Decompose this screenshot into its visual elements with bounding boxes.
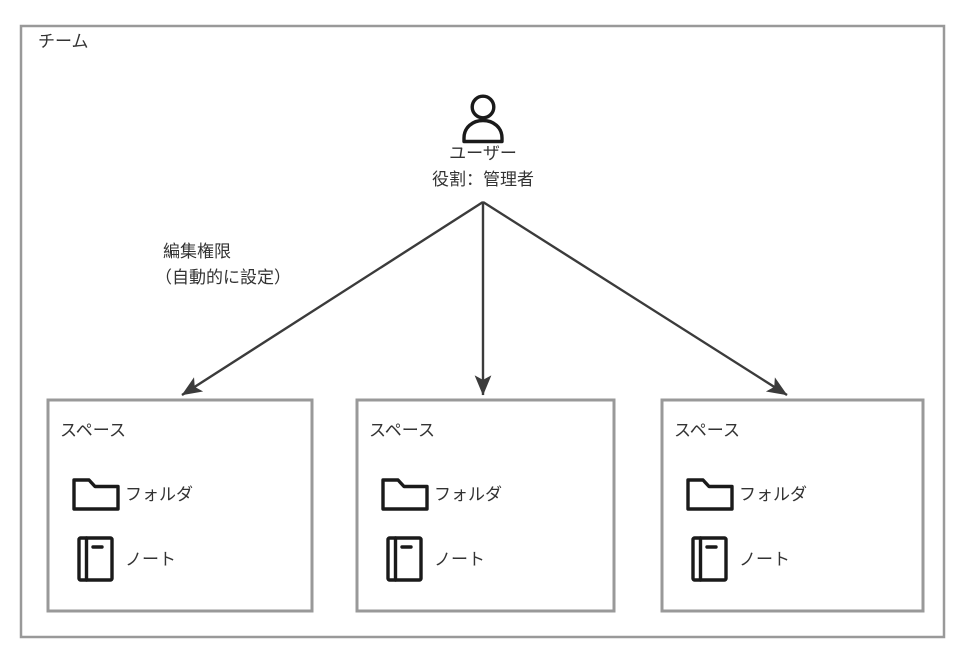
user-label: ユーザー <box>449 144 517 163</box>
arrow-user-to-space-1 <box>181 200 484 397</box>
space-label: スペース <box>369 421 435 440</box>
permission-label-line2: （自動的に設定） <box>155 268 291 287</box>
note-icon <box>77 536 114 582</box>
note-label: ノート <box>739 550 790 569</box>
note-label: ノート <box>434 550 485 569</box>
team-label: チーム <box>38 32 89 51</box>
arrow-user-to-space-3 <box>482 200 788 397</box>
folder-icon <box>686 478 734 511</box>
user-role-label: 役割：管理者 <box>432 170 534 189</box>
space-box <box>660 398 925 613</box>
permission-edge-label: 編集権限 （自動的に設定） <box>155 242 291 287</box>
folder-label: フォルダ <box>739 485 807 504</box>
space-box <box>355 398 616 613</box>
person-icon <box>462 94 504 144</box>
folder-label: フォルダ <box>125 485 193 504</box>
space-node-3: スペース フォルダ ノート <box>660 398 925 613</box>
permission-label-line1: 編集権限 <box>163 242 231 261</box>
folder-icon <box>381 478 429 511</box>
note-icon <box>386 536 423 582</box>
space-node-2: スペース フォルダ ノート <box>355 398 616 613</box>
space-label: スペース <box>674 421 740 440</box>
space-box <box>46 398 314 613</box>
note-icon <box>691 536 728 582</box>
note-label: ノート <box>125 550 176 569</box>
space-node-1: スペース フォルダ ノート <box>46 398 314 613</box>
team-container-box <box>19 24 946 639</box>
folder-icon <box>72 478 120 511</box>
space-label: スペース <box>60 421 126 440</box>
folder-label: フォルダ <box>434 485 502 504</box>
